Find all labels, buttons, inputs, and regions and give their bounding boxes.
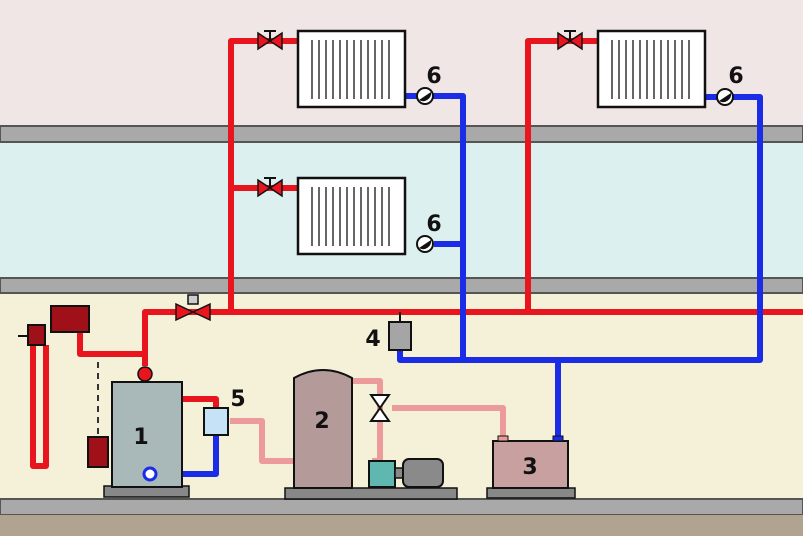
return-fitting-upper-left-icon	[416, 87, 434, 105]
boiler	[103, 366, 190, 498]
radiator-upper-right	[596, 29, 707, 109]
label-valve-middle: 6	[426, 212, 441, 237]
pump-assembly	[368, 458, 444, 488]
air-separator	[388, 312, 412, 351]
label-boiler: 1	[133, 425, 148, 450]
heat-exchanger	[203, 407, 229, 436]
expansion-tank	[284, 369, 458, 500]
label-valve-upper-right: 6	[728, 64, 743, 89]
label-valve-upper-left: 6	[426, 64, 441, 89]
burner-assembly	[18, 305, 109, 468]
radiator-valve-upper-left-icon	[257, 30, 283, 51]
radiator-middle	[296, 176, 407, 256]
main-supply-valve-icon	[175, 294, 211, 322]
label-heat-exchanger: 5	[230, 387, 245, 412]
label-condensate-tank: 3	[522, 455, 537, 480]
return-fitting-middle-icon	[416, 235, 434, 253]
radiator-valve-upper-right-inlet-icon	[557, 30, 583, 51]
slab-ground	[0, 498, 803, 516]
ground-soil	[0, 515, 803, 536]
return-fitting-upper-right-icon	[716, 88, 734, 106]
slab-middle	[0, 277, 803, 294]
label-expansion-tank: 2	[314, 409, 329, 434]
radiator-valve-middle-inlet-icon	[257, 177, 283, 198]
label-air-separator: 4	[365, 327, 380, 352]
auxiliary-valve-icon	[369, 394, 391, 422]
slab-upper	[0, 125, 803, 143]
condensate-tank	[486, 435, 576, 499]
radiator-upper-left	[296, 29, 407, 109]
